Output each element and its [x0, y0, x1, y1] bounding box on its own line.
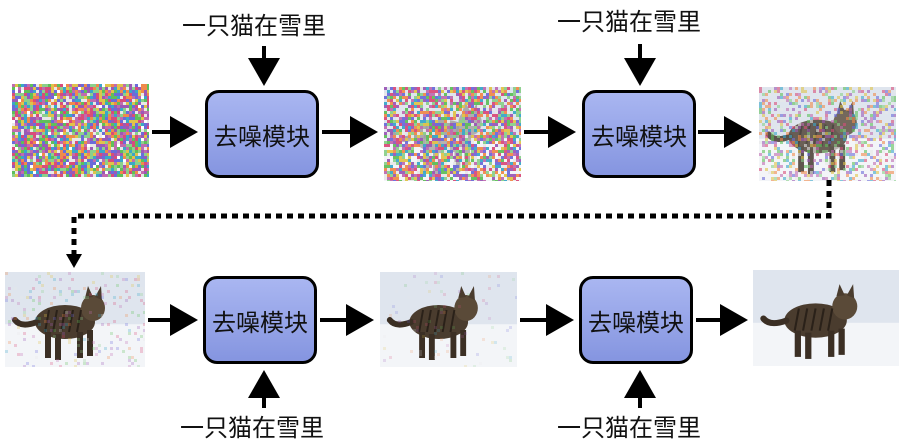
denoise-block-2: 去噪模块	[582, 90, 696, 178]
dotted-connector	[71, 180, 832, 254]
text-prompt-1: 一只猫在雪里	[182, 12, 326, 40]
noisy-cat-image-step-2	[759, 87, 896, 181]
denoise-block-4: 去噪模块	[579, 276, 693, 364]
near-clean-cat-image	[380, 272, 517, 367]
text-prompt-2: 一只猫在雪里	[557, 8, 701, 36]
noisy-cat-image-step-3	[5, 272, 145, 367]
denoise-block-1: 去噪模块	[205, 90, 319, 178]
denoise-block-label: 去噪模块	[591, 122, 687, 151]
denoise-block-3: 去噪模块	[203, 276, 317, 364]
pure-noise-image	[12, 84, 149, 177]
denoise-block-label: 去噪模块	[212, 308, 308, 337]
dotted-connector-head	[66, 254, 82, 268]
denoise-block-label: 去噪模块	[214, 122, 310, 151]
denoise-block-label: 去噪模块	[588, 308, 684, 337]
text-prompt-4: 一只猫在雪里	[557, 414, 701, 442]
noisy-cat-image-step-1	[384, 87, 521, 181]
text-prompt-3: 一只猫在雪里	[180, 414, 324, 442]
clean-cat-image	[753, 270, 899, 366]
